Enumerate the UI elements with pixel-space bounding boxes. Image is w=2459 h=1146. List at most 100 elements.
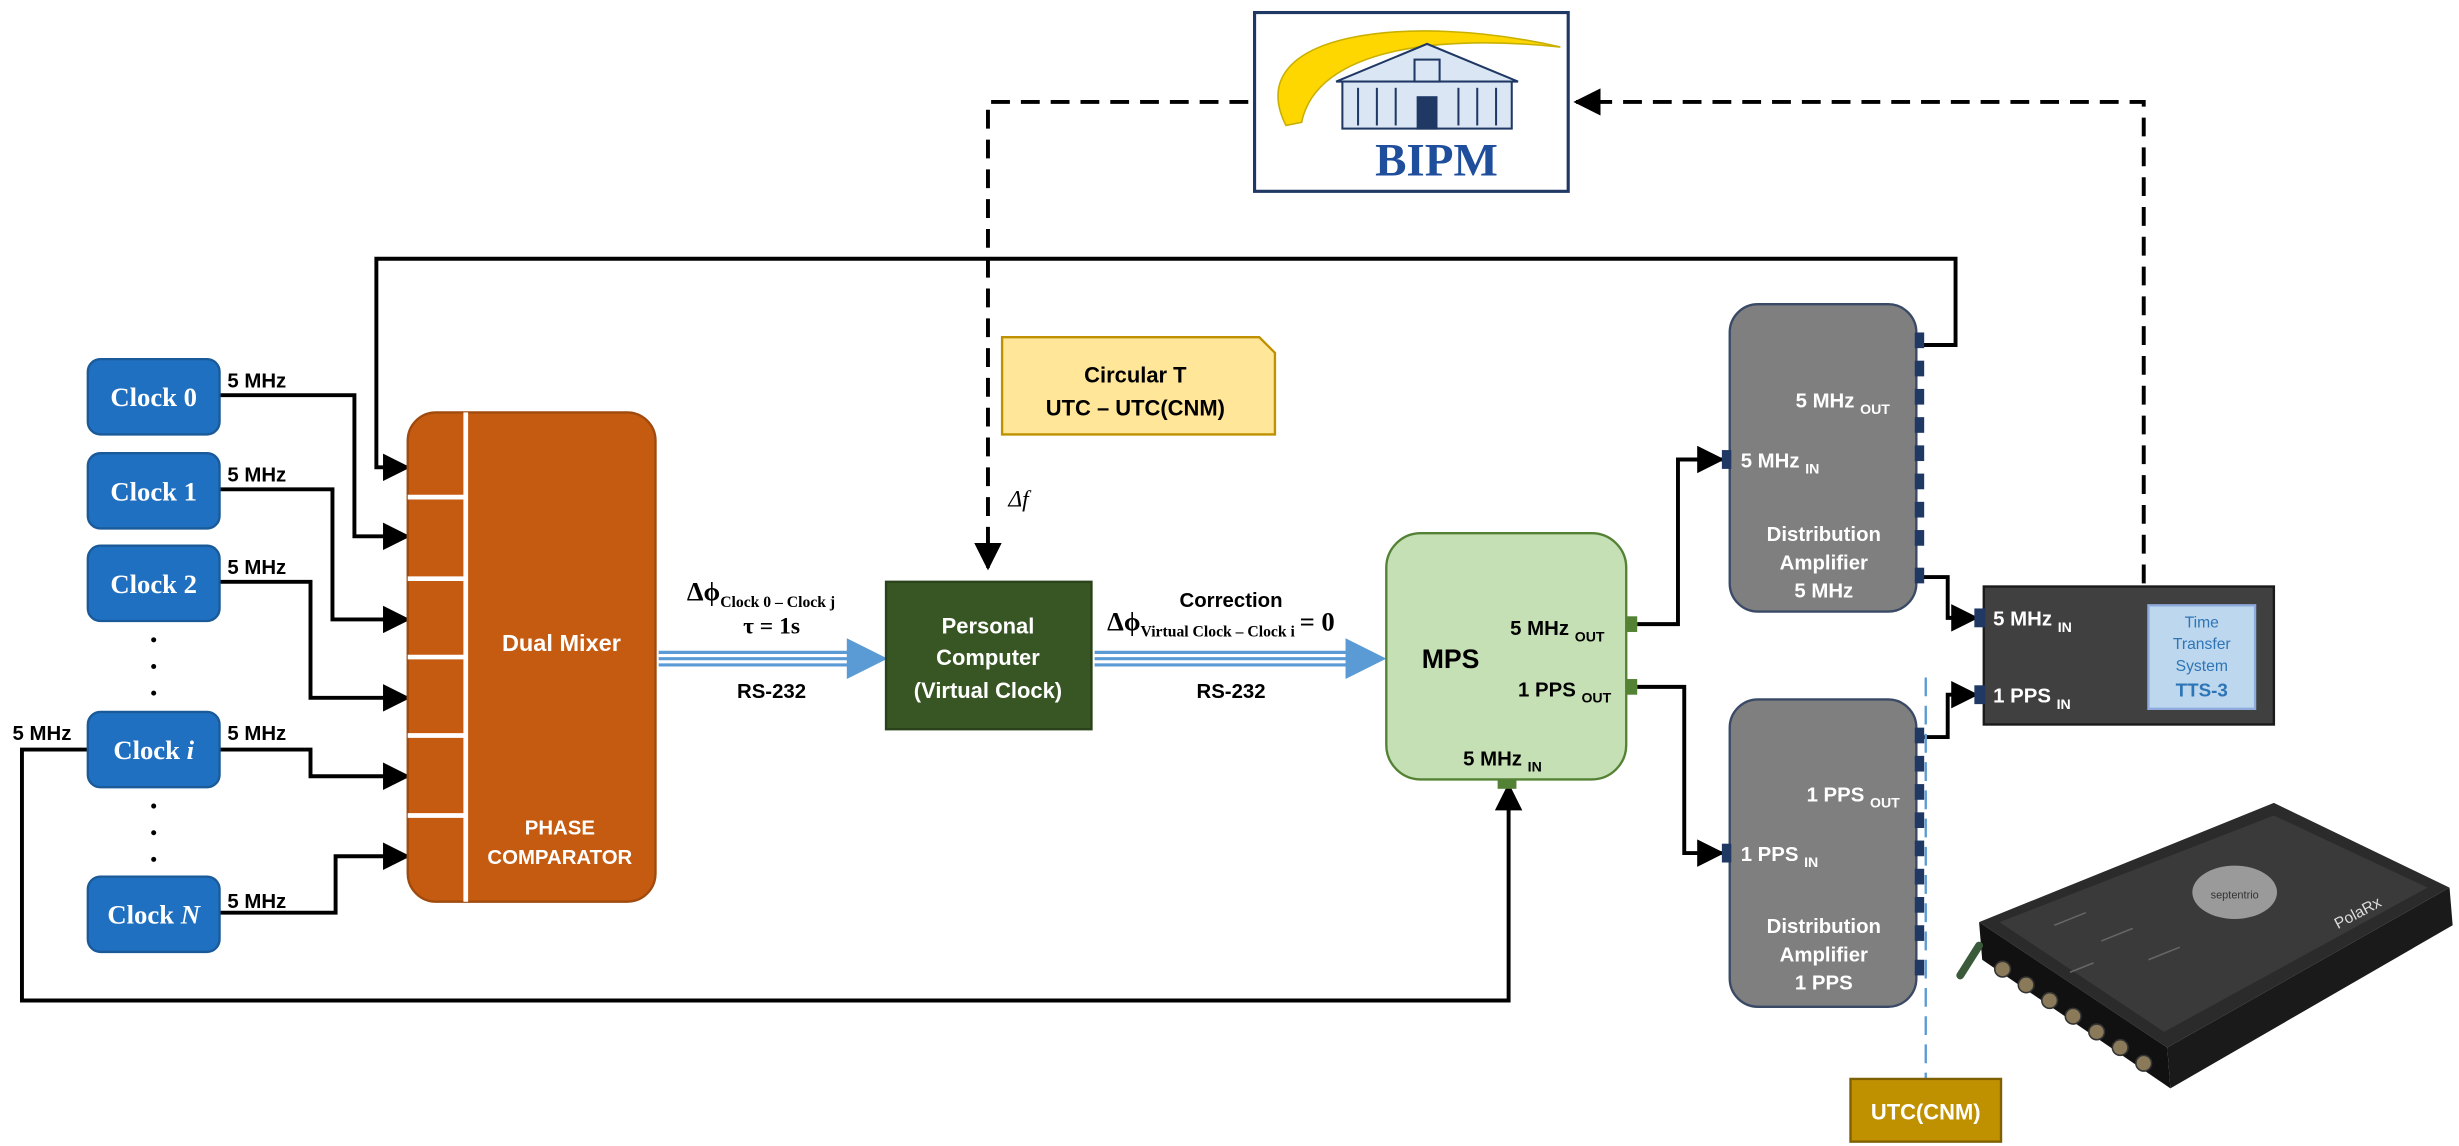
- clock-ellipsis: [151, 637, 157, 862]
- clock-n-freq: 5 MHz: [227, 891, 286, 913]
- wire-mps1pps-to-dist1pps: [1637, 684, 1725, 867]
- building-icon: [1335, 42, 1519, 130]
- wire-clock1: [219, 487, 411, 634]
- dashed-bipm-to-pc: [974, 99, 1249, 571]
- delta-f-label: Δf: [1007, 487, 1032, 513]
- dist5-line3: 5 MHz: [1794, 580, 1853, 602]
- clock-1-freq: 5 MHz: [227, 464, 286, 486]
- svg-text:Clock N: Clock N: [107, 900, 201, 930]
- tts-in1pps: 1 PPS: [1993, 686, 2051, 708]
- svg-text:5 MHz IN: 5 MHz IN: [1741, 450, 1820, 476]
- dist5-out: 5 MHz: [1796, 391, 1855, 413]
- clock-1: Clock 1: [86, 452, 221, 530]
- clock-2-freq: 5 MHz: [227, 557, 286, 579]
- pc-line2: Computer: [936, 645, 1040, 670]
- tts-3: 5 MHz IN 1 PPS IN Time Transfer System T…: [1974, 585, 2276, 726]
- mps-in5-sub: IN: [1528, 759, 1542, 775]
- clock-2-index: 2: [184, 569, 197, 599]
- clock-2-label: Clock: [110, 569, 177, 599]
- circular-t-note: Circular T UTC – UTC(CNM): [1000, 335, 1277, 436]
- clock-i-index: i: [187, 735, 195, 765]
- mps: MPS 5 MHz OUT 1 PPS OUT 5 MHz IN: [1385, 532, 1638, 789]
- personal-computer: Personal Computer (Virtual Clock): [884, 580, 1093, 731]
- svg-text:1 PPS IN: 1 PPS IN: [1741, 844, 1819, 870]
- wire-clock0: [219, 393, 411, 551]
- link2-phi: Δϕ: [1107, 606, 1140, 636]
- dist1pps-in-sub: IN: [1804, 854, 1818, 870]
- mps-out5-sub: OUT: [1575, 628, 1605, 644]
- wire-dist1pps-to-tts: [1922, 680, 1979, 740]
- clock-i: Clock i: [86, 710, 221, 789]
- septentrio-logo-badge: [2192, 865, 2278, 919]
- tts-line1: Time: [2185, 614, 2220, 631]
- clock-1-index: 1: [184, 476, 197, 506]
- dist1pps-out-sub: OUT: [1870, 795, 1900, 811]
- mps-out1pps: 1 PPS: [1518, 679, 1576, 701]
- circular-t-line2: UTC – UTC(CNM): [1046, 396, 1225, 421]
- receiver-brand: septentrio: [2211, 890, 2259, 902]
- wire-clocki: [219, 747, 411, 790]
- utc-cnm-label: UTC(CNM): [1871, 1100, 1981, 1125]
- wire-dist5-to-tts: [1922, 575, 1979, 632]
- mps-out5: 5 MHz: [1510, 618, 1569, 640]
- clock-0-index: 0: [184, 382, 197, 412]
- svg-text:5 MHz OUT: 5 MHz OUT: [1796, 391, 1891, 417]
- clock-1-label: Clock: [110, 476, 177, 506]
- svg-text:Clock 2: Clock 2: [110, 569, 197, 599]
- dist1pps-line1: Distribution: [1767, 916, 1881, 938]
- dist-amp-5mhz: 5 MHz OUT 5 MHz IN Distribution Amplifie…: [1721, 303, 1925, 613]
- link1-tau: τ = 1s: [743, 614, 800, 640]
- utc-cnm-badge: UTC(CNM): [1849, 1077, 2003, 1143]
- wire-clocki-to-mps: [19, 747, 1523, 1003]
- wire-mps5-to-dist5: [1637, 445, 1725, 627]
- tts-in1pps-sub: IN: [2057, 696, 2071, 712]
- svg-text:5 MHz IN: 5 MHz IN: [1463, 748, 1542, 774]
- svg-text:ΔϕClock 0 – Clock j: ΔϕClock 0 – Clock j: [687, 577, 835, 611]
- bipm-wordmark: BIPM: [1375, 135, 1498, 187]
- clock-i-label: Clock: [113, 735, 180, 765]
- wire-clock2: [219, 579, 411, 712]
- svg-text:Clock 1: Clock 1: [110, 476, 197, 506]
- circular-t-line1: Circular T: [1084, 363, 1187, 388]
- svg-text:5 MHz IN: 5 MHz IN: [1993, 609, 2072, 635]
- dual-mixer-sub1: PHASE: [525, 817, 595, 839]
- link2-phi-sub: Virtual Clock – Clock i: [1140, 624, 1295, 641]
- wire-dist5-to-mixer: [374, 256, 1958, 482]
- svg-text:ΔϕVirtual Clock – Clock i= 0: ΔϕVirtual Clock – Clock i = 0: [1107, 606, 1335, 640]
- bipm-logo: BIPM: [1252, 10, 1570, 193]
- link2-iface: RS-232: [1196, 681, 1265, 703]
- dist5-in: 5 MHz: [1741, 450, 1800, 472]
- signal-lines: [19, 256, 1979, 1003]
- dist1pps-line2: Amplifier: [1780, 944, 1868, 966]
- link2-phi-eq: = 0: [1300, 606, 1335, 636]
- dashed-tts-to-bipm: [1573, 88, 2146, 584]
- clock-n-index: N: [180, 900, 202, 930]
- clock-0-label: Clock: [110, 382, 177, 412]
- clock-0: Clock 0: [86, 357, 221, 436]
- svg-text:5 MHz OUT: 5 MHz OUT: [1510, 618, 1605, 644]
- svg-text:Clock i: Clock i: [113, 735, 194, 765]
- dist1pps-in: 1 PPS: [1741, 844, 1799, 866]
- mps-title: MPS: [1422, 644, 1480, 674]
- svg-text:1 PPS IN: 1 PPS IN: [1993, 686, 2071, 712]
- dist1pps-out: 1 PPS: [1807, 784, 1865, 806]
- dual-mixer: Dual Mixer PHASE COMPARATOR: [406, 411, 657, 903]
- dist5-out-sub: OUT: [1860, 401, 1890, 417]
- dist1pps-line3: 1 PPS: [1795, 973, 1853, 995]
- dual-mixer-title: Dual Mixer: [502, 630, 621, 656]
- clock-i-freq: 5 MHz: [227, 723, 286, 745]
- link1-phi-sub: Clock 0 – Clock j: [720, 594, 835, 611]
- pc-line1: Personal: [942, 614, 1035, 639]
- mps-out1pps-sub: OUT: [1581, 690, 1611, 706]
- rs232-arrow-2: [1094, 638, 1387, 680]
- clock-2: Clock 2: [86, 544, 221, 623]
- clock-n: Clock N: [86, 875, 221, 954]
- clock-0-freq: 5 MHz: [227, 370, 286, 392]
- link2-labels: Correction ΔϕVirtual Clock – Clock i= 0 …: [1107, 590, 1335, 703]
- dist-amp-1pps: 1 PPS OUT 1 PPS IN Distribution Amplifie…: [1721, 698, 1925, 1008]
- link1-labels: ΔϕClock 0 – Clock j τ = 1s RS-232: [687, 577, 835, 703]
- link1-iface: RS-232: [737, 681, 806, 703]
- tts-model: TTS-3: [2176, 679, 2228, 700]
- dual-mixer-sub2: COMPARATOR: [487, 847, 632, 869]
